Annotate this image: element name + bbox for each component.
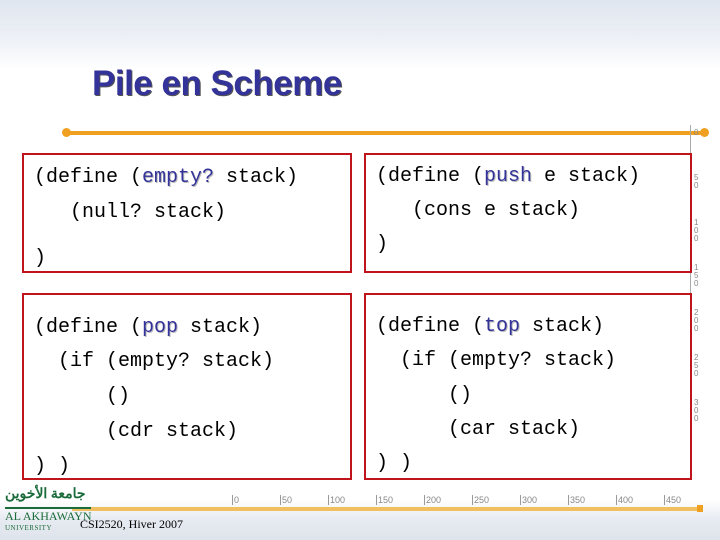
code-line: () [376, 384, 472, 407]
code-text: ) ) [34, 455, 71, 478]
code-line: (define (top stack) [376, 315, 604, 338]
ruler-tick-label: 250 [694, 353, 699, 378]
code-text: (define ( [376, 315, 485, 338]
keyword: top [484, 315, 521, 338]
ruler-tick-label: 100 [694, 218, 699, 243]
code-line: () [34, 385, 130, 408]
code-line: (if (empty? stack) [34, 350, 274, 373]
logo-sub: UNIVERSITY [5, 524, 52, 532]
code-line: ) [376, 233, 388, 256]
code-text: (car stack) [376, 418, 581, 441]
logo-name: AL AKHAWAYN [5, 507, 92, 523]
code-text: (cons e stack) [376, 199, 581, 222]
keyword: empty? [142, 166, 215, 189]
code-text: () [376, 384, 473, 407]
code-line: (define (pop stack) [34, 316, 262, 339]
ruler-end-marker [697, 505, 703, 512]
code-text: (if (empty? stack) [376, 349, 617, 372]
code-text: ) [376, 233, 389, 256]
code-text: (cdr stack) [34, 420, 239, 443]
ruler-tick-label: 250 [472, 495, 490, 505]
ruler-tick-label: 300 [694, 398, 699, 423]
code-text: (define ( [376, 165, 485, 188]
code-line: (null? stack) [34, 201, 226, 224]
code-box-empty [22, 153, 352, 273]
code-line: ) ) [34, 455, 70, 478]
keyword: push [484, 165, 533, 188]
code-text: e stack) [532, 165, 641, 188]
code-box-pop [22, 293, 352, 480]
code-text: (null? stack) [34, 201, 227, 224]
code-text: (if (empty? stack) [34, 350, 275, 373]
ruler-tick-label: 450 [664, 495, 682, 505]
code-line: (car stack) [376, 418, 580, 441]
ruler-tick-label: 300 [520, 495, 538, 505]
code-text: ) ) [376, 452, 413, 475]
code-text: (define ( [34, 316, 143, 339]
ruler-tick-label: 0 [232, 495, 240, 505]
code-text: stack) [178, 316, 263, 339]
horizontal-ruler [72, 507, 702, 511]
slide-title: Pile en Scheme [92, 64, 342, 103]
ruler-tick-label: 100 [328, 495, 346, 505]
ruler-tick-label: 0 [694, 128, 699, 137]
ruler-tick-label: 50 [280, 495, 293, 505]
code-line: (define (push e stack) [376, 165, 640, 188]
code-line: ) [34, 247, 46, 270]
code-text: ) [34, 247, 47, 270]
underline-dot-left [62, 128, 71, 137]
ruler-tick-label: 50 [694, 173, 699, 190]
keyword: pop [142, 316, 179, 339]
code-text: () [34, 385, 131, 408]
code-line: ) ) [376, 452, 412, 475]
ruler-tick-label: 400 [616, 495, 634, 505]
ruler-tick-label: 150 [376, 495, 394, 505]
ruler-tick-label: 200 [694, 308, 699, 333]
code-text: stack) [214, 166, 299, 189]
code-line: (cdr stack) [34, 420, 238, 443]
underline-dot-right [700, 128, 709, 137]
code-line: (cons e stack) [376, 199, 580, 222]
logo-arabic: جامعة الأخوين [5, 487, 86, 502]
code-line: (define (empty? stack) [34, 166, 298, 189]
code-text: (define ( [34, 166, 143, 189]
footer-text: CSI2520, Hiver 2007 [80, 517, 183, 531]
title-underline [65, 131, 705, 135]
code-box-push [364, 153, 692, 273]
ruler-tick-label: 150 [694, 263, 699, 288]
code-line: (if (empty? stack) [376, 349, 616, 372]
ruler-tick-label: 350 [568, 495, 586, 505]
ruler-tick-label: 200 [424, 495, 442, 505]
code-text: stack) [520, 315, 605, 338]
code-box-top [364, 293, 692, 480]
